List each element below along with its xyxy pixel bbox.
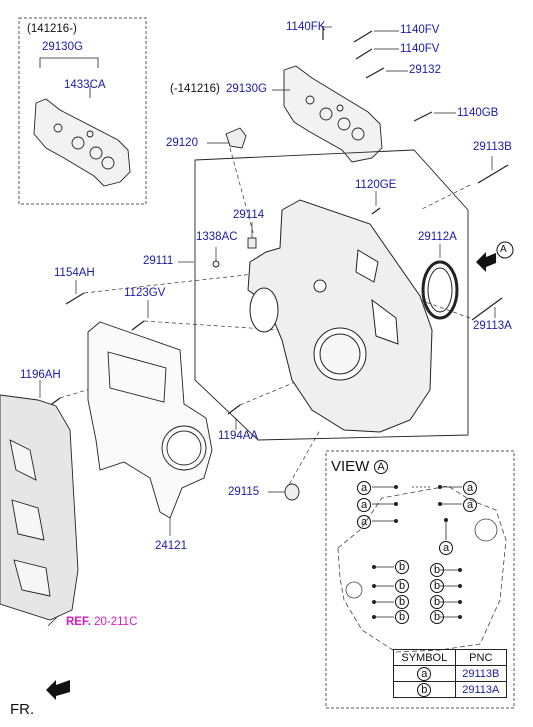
- engine-block: [0, 394, 79, 621]
- part-29132[interactable]: 29132: [409, 64, 441, 76]
- symbol-b-8: b: [430, 610, 444, 624]
- view-box: [325, 450, 515, 709]
- part-29115[interactable]: 29115: [228, 486, 260, 498]
- part-1140FV-upper[interactable]: 1140FV: [400, 24, 440, 36]
- symbol-a-4: a: [463, 481, 477, 495]
- symbol-b-2: b: [395, 579, 409, 593]
- part-1194AA[interactable]: 1194AA: [218, 430, 259, 442]
- part-29111[interactable]: 29111: [143, 255, 174, 267]
- row-symbol-b: b: [417, 682, 432, 697]
- table-row: b 29113A: [393, 681, 508, 698]
- front-arrow-icon: [46, 680, 70, 700]
- part-29130G-prefix: (-141216): [170, 83, 220, 95]
- front-label: FR.: [10, 701, 35, 718]
- reference-link[interactable]: REF. 20-211C: [66, 616, 138, 629]
- row-pnc-29113A[interactable]: 29113A: [454, 681, 508, 698]
- row-pnc-29113B[interactable]: 29113B: [454, 665, 508, 682]
- part-24121[interactable]: 24121: [155, 540, 187, 552]
- table-header-row: SYMBOL PNC: [393, 649, 508, 666]
- part-29113A[interactable]: 29113A: [473, 320, 512, 332]
- view-boss: [474, 518, 498, 542]
- assembly-frame: [194, 149, 469, 441]
- oil-seal: [421, 260, 459, 320]
- part-1338AC[interactable]: 1338AC: [196, 231, 238, 243]
- symbol-pnc-table: SYMBOL PNC a 29113B b 29113A: [393, 649, 508, 698]
- part-1140FK[interactable]: 1140FK: [286, 21, 326, 33]
- row-symbol-cell: b: [393, 681, 456, 698]
- part-29130G-inset[interactable]: 29130G: [42, 41, 83, 53]
- part-1123GV[interactable]: 1123GV: [124, 287, 166, 299]
- leader-lines: [39, 26, 496, 627]
- part-1154AH[interactable]: 1154AH: [54, 267, 95, 279]
- header-symbol: SYMBOL: [393, 649, 456, 666]
- inset-box: [18, 17, 147, 205]
- symbol-b-7: b: [430, 595, 444, 609]
- symbol-b-4: b: [395, 610, 409, 624]
- symbol-b-1: b: [395, 560, 409, 574]
- view-boss-2: [345, 581, 363, 599]
- bracket-inset: [33, 98, 131, 187]
- symbol-a-6: a: [439, 541, 453, 555]
- symbol-a-5: a: [463, 498, 477, 512]
- part-29130G-main[interactable]: 29130G: [226, 83, 267, 95]
- view-housing-outline: [337, 485, 507, 653]
- view-arrow: [476, 241, 514, 272]
- part-1140GB[interactable]: 1140GB: [457, 107, 499, 119]
- bolts-top: [43, 26, 509, 415]
- gasket-plate: [87, 321, 213, 519]
- inset-date-label: (141216-): [27, 23, 77, 35]
- reference-value: 20-211C: [94, 616, 138, 628]
- symbol-b-6: b: [430, 579, 444, 593]
- part-29120[interactable]: 29120: [166, 137, 198, 149]
- part-1120GE[interactable]: 1120GE: [355, 179, 397, 191]
- view-marker-label: A: [500, 244, 507, 255]
- symbol-a-1: a: [357, 481, 371, 495]
- row-symbol-a: a: [417, 666, 432, 681]
- symbol-b-3: b: [395, 595, 409, 609]
- row-symbol-cell: a: [393, 665, 456, 682]
- part-29114[interactable]: 29114: [233, 209, 265, 221]
- view-title-marker: A: [374, 460, 388, 474]
- part-1433CA[interactable]: 1433CA: [64, 79, 106, 91]
- inset-leader: [39, 57, 99, 68]
- symbol-a-2: a: [357, 498, 371, 512]
- view-leaders: [371, 484, 462, 620]
- symbol-b-5: b: [430, 563, 444, 577]
- small-parts: [212, 127, 300, 501]
- part-1140FV-lower[interactable]: 1140FV: [400, 43, 440, 55]
- part-1196AH[interactable]: 1196AH: [20, 369, 61, 381]
- symbol-a-3: a: [357, 515, 371, 529]
- header-pnc: PNC: [454, 649, 508, 666]
- bracket-main: [283, 65, 383, 163]
- part-29113B[interactable]: 29113B: [473, 141, 512, 153]
- reference-prefix: REF.: [66, 616, 91, 628]
- view-title: VIEW: [331, 458, 370, 475]
- flywheel-housing: [247, 199, 433, 433]
- table-row: a 29113B: [393, 665, 508, 682]
- part-29112A[interactable]: 29112A: [418, 231, 457, 243]
